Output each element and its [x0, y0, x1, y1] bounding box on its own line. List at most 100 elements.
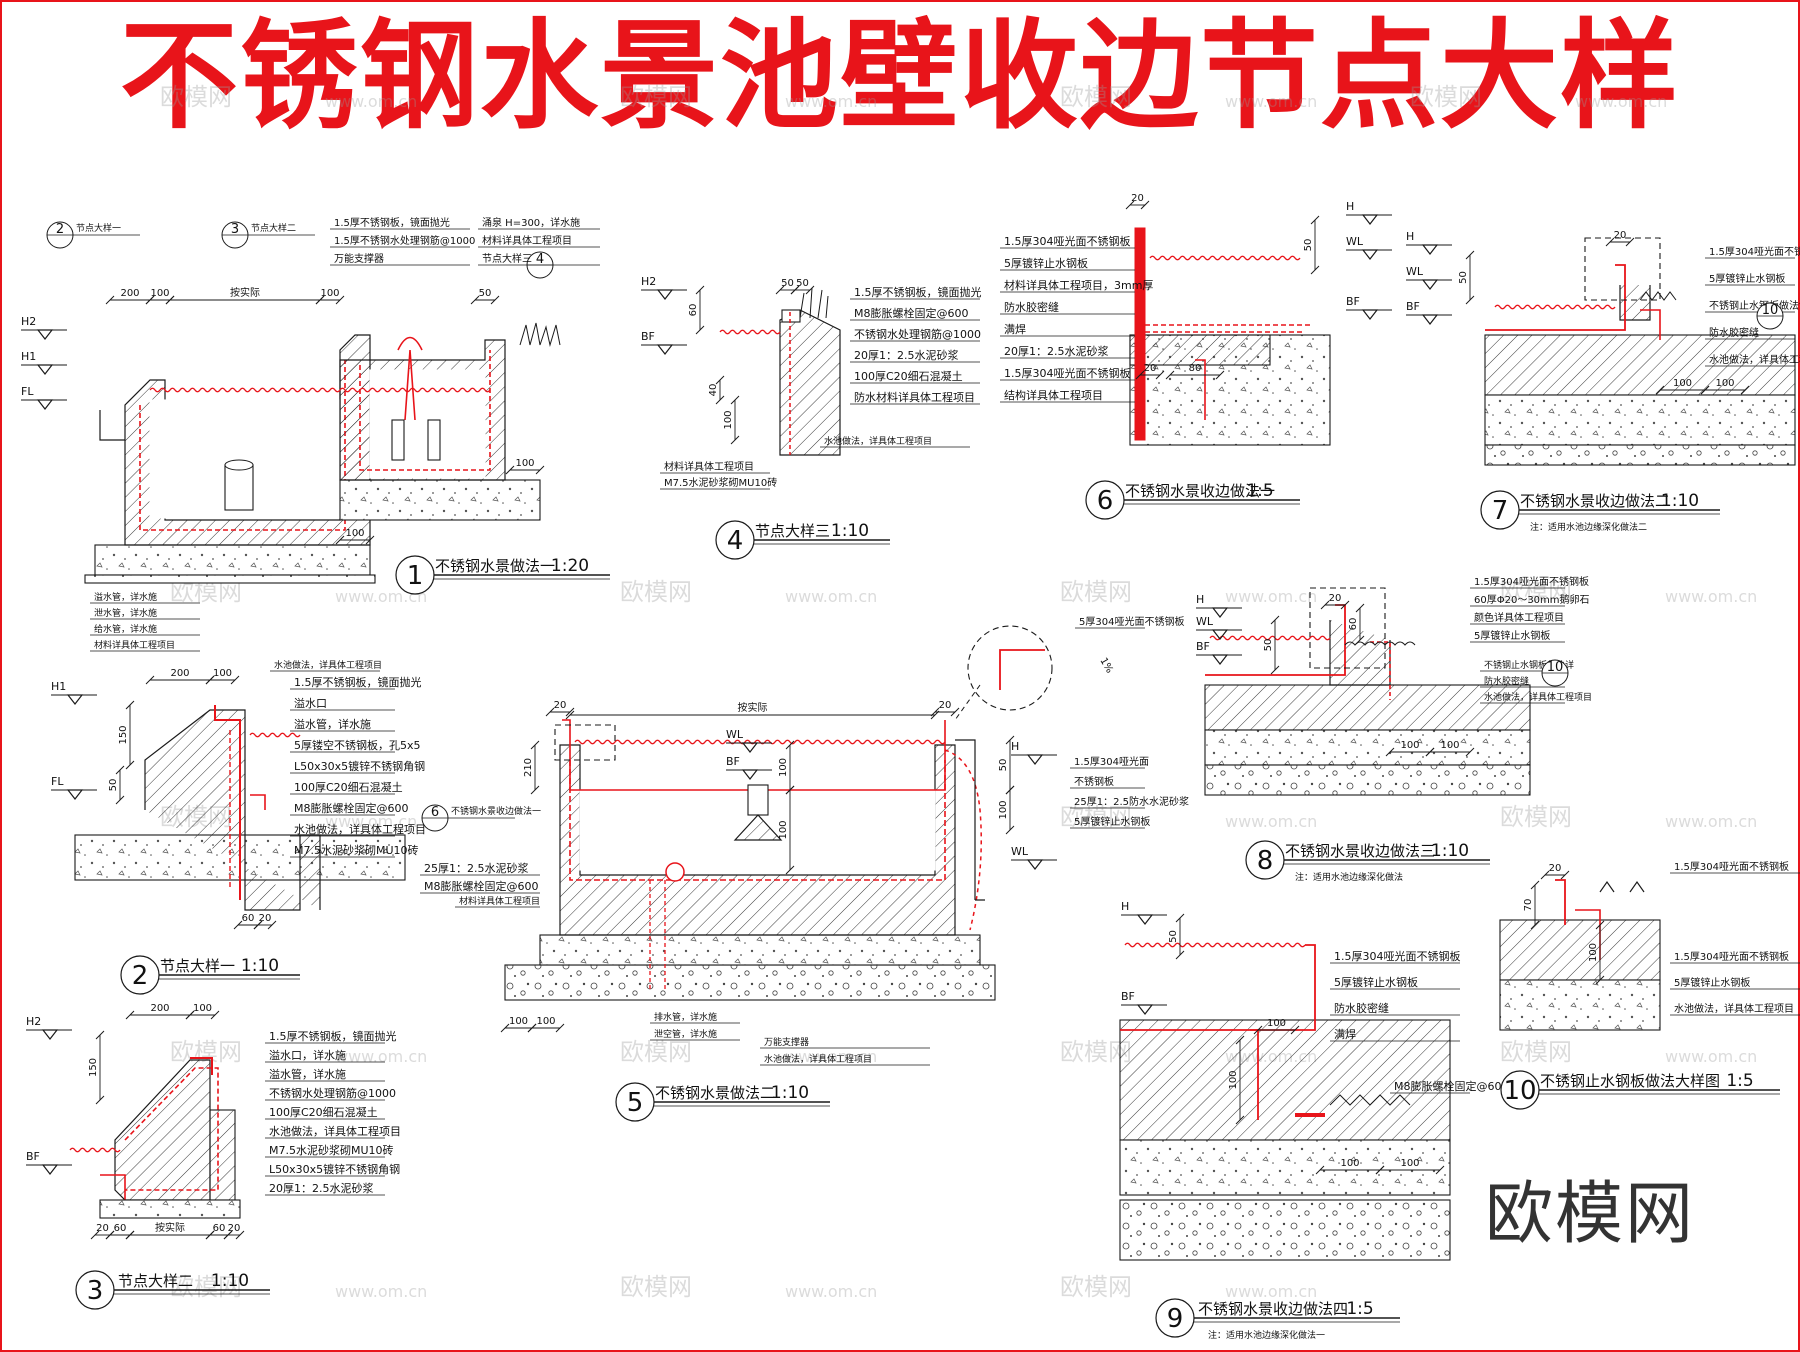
leader-note: 溢水管，详水施 — [269, 1067, 346, 1081]
dimension-tick — [1740, 385, 1750, 395]
dimension-label: 60 — [1348, 618, 1359, 631]
wall-section — [209, 1109, 236, 1201]
dimension-tick — [1655, 385, 1665, 395]
stainless-plate — [1555, 879, 1566, 925]
dimension-tick — [1005, 735, 1015, 745]
dimension-tick — [1465, 250, 1475, 260]
detail-number: 10 — [1503, 1076, 1536, 1106]
leader-note: 60厚Φ20～30mm鹅卵石 — [1474, 593, 1590, 606]
water-line — [1209, 635, 1331, 641]
watermark-logo-text: 欧模网 — [1060, 1273, 1132, 1301]
detail-number: 5 — [627, 1088, 644, 1118]
leader-note: 1.5厚不锈钢板，镜面抛光 — [854, 285, 982, 299]
leader-note: 水池做法，详具体工程项目 — [1709, 353, 1800, 366]
fountain-jet — [404, 349, 416, 421]
leader-note: 溢水管，详水施 — [294, 717, 371, 731]
dimension-tick — [530, 740, 540, 750]
level-marker — [1421, 244, 1439, 255]
reference-number: 2 — [56, 222, 64, 237]
leader-note: 100厚C20细石混凝土 — [269, 1105, 378, 1119]
dimension-tick — [1315, 1165, 1325, 1175]
dimension-tick — [805, 285, 815, 295]
pebble-layer — [1344, 641, 1416, 646]
dimension-tick — [1270, 615, 1280, 625]
stainless-plate — [999, 649, 1045, 690]
leader-note: 颜色详具体工程项目 — [1474, 611, 1564, 624]
waterstop-plate — [1195, 359, 1206, 420]
watermark-url-text: www.om.cn — [335, 1282, 427, 1301]
stainless-liner — [359, 350, 491, 471]
dimension-tick — [1125, 200, 1135, 210]
dimension-tick — [105, 1230, 115, 1240]
dimension-label: 100 — [1340, 1158, 1359, 1169]
dimension-tick — [365, 535, 375, 545]
stainless-liner — [139, 360, 346, 531]
dimension-label: 100 — [515, 458, 534, 469]
dimension-label: 100 — [723, 410, 734, 429]
dimension-tick — [1175, 950, 1185, 960]
slab-section — [1499, 919, 1661, 981]
dimension-label: 70 — [1523, 899, 1534, 912]
wall-section — [144, 709, 321, 911]
watermark-url-text: www.om.cn — [325, 812, 417, 831]
level-marker — [41, 1164, 59, 1175]
dimension-tick — [1625, 237, 1635, 247]
grass-symbol — [1639, 291, 1677, 301]
dimension-label: 100 — [320, 288, 339, 299]
dimension-tick — [125, 700, 135, 710]
leader-note: 不锈钢水处理钢筋@1000 — [269, 1086, 396, 1100]
leader-note: L50x30x5镀锌不锈钢角钢 — [269, 1162, 400, 1176]
waterstop-plate — [1640, 309, 1661, 340]
dimension-tick — [230, 675, 240, 685]
waterstop-plate — [1370, 641, 1391, 700]
dimension-tick — [335, 535, 345, 545]
detail-scale: 1:10 — [1661, 491, 1699, 511]
watermark-logo-text: 欧模网 — [1410, 83, 1482, 111]
angle-steel — [250, 794, 266, 810]
leader-note: 不锈钢止水钢板做法详 — [1709, 299, 1800, 312]
level-marker — [36, 329, 54, 340]
base-gravel — [84, 574, 376, 584]
reference-label: 不锈钢水景收边做法一 — [451, 805, 541, 817]
detail-sub-note: 注：适用水池边缘深化做法二 — [1530, 521, 1647, 533]
dimension-tick — [1355, 635, 1365, 645]
leader-note: 防水胶密缝 — [1484, 675, 1529, 687]
level-label: H1 — [21, 350, 36, 363]
leader-note: 水池做法，详具体工程项目 — [294, 822, 426, 836]
level-label: WL — [1406, 265, 1424, 278]
leader-note: 不锈钢板 — [1074, 775, 1114, 788]
dimension-label: 100 — [778, 758, 789, 777]
leader-note: 5厚镀锌止水钢板 — [1674, 976, 1750, 989]
pump-icon — [224, 459, 254, 471]
leader-note: 满焊 — [1334, 1027, 1356, 1041]
leader-note: 不锈钢水处理钢筋@1000 — [854, 327, 981, 341]
detail-scale: 1:10 — [771, 1083, 809, 1103]
overflow-flow — [944, 749, 982, 931]
leader-note: 节点大样三 — [482, 252, 532, 265]
dimension-label: 40 — [708, 384, 719, 397]
curb-section — [1619, 285, 1651, 321]
grass-symbol — [519, 322, 561, 347]
dimension-tick — [1595, 975, 1605, 985]
dimension-tick — [565, 707, 575, 717]
leader-note: 满焊 — [1004, 322, 1026, 336]
dimension-label: 50 — [479, 288, 492, 299]
leader-note: 溢水口 — [294, 696, 327, 710]
detail-scale: 1:20 — [551, 556, 589, 576]
dimension-label: 20 — [228, 1223, 241, 1234]
leader-note: 水池做法，详具体工程项目 — [1674, 1002, 1794, 1015]
detail-sub-note: 注：适用水池边缘深化做法 — [1295, 871, 1403, 883]
leader-note: 防水胶密缝 — [1334, 1001, 1389, 1015]
reference-label: 节点大样一 — [76, 222, 121, 234]
water-line — [249, 732, 301, 738]
dimension-tick — [185, 1010, 195, 1020]
leader-note: 20厚1：2.5水泥砂浆 — [1004, 344, 1109, 358]
leader-note: 1.5厚不锈钢板，镜面抛光 — [269, 1029, 397, 1043]
dimension-tick — [1530, 920, 1540, 930]
detail-number: 7 — [1492, 496, 1509, 526]
dimension-tick — [1005, 785, 1015, 795]
dimension-tick — [1320, 600, 1330, 610]
level-marker — [1421, 314, 1439, 325]
detail-caption: 节点大样三 — [755, 522, 830, 540]
